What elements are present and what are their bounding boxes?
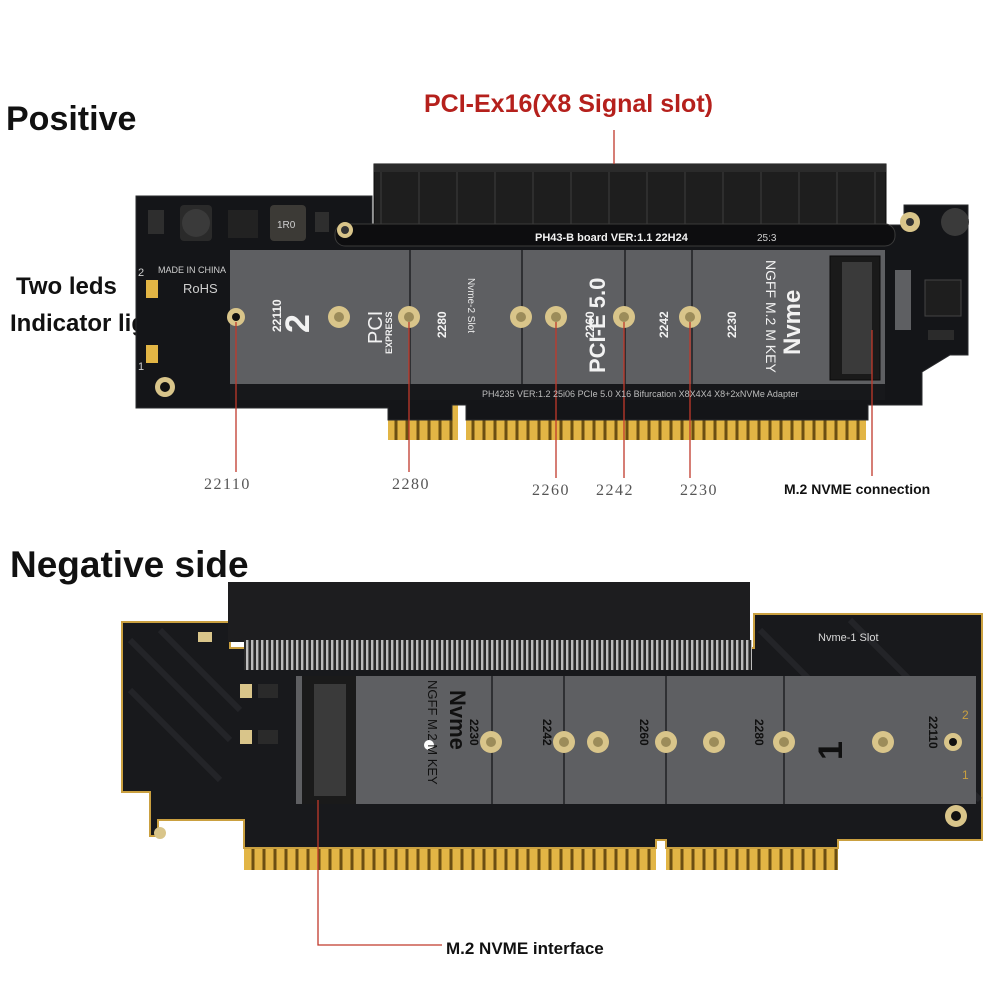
top-ngff: NGFF M.2 M KEY	[763, 260, 779, 373]
bottom-slot-title-small: Nvme-1 Slot	[818, 632, 879, 644]
bottom-len-22110: 22110	[926, 716, 940, 749]
bottom-led2-label: 2	[962, 708, 969, 722]
bottom-slot-body	[228, 582, 750, 642]
bottom-m2-zone	[296, 676, 976, 804]
top-len-2230: 2230	[725, 311, 739, 338]
bottom-ngff: NGFF M.2 M KEY	[425, 680, 440, 785]
bottom-board	[121, 582, 983, 870]
top-inductor-label: 1R0	[277, 220, 296, 231]
top-pcie5: PCI-E 5.0	[585, 278, 610, 373]
callout-connection: M.2 NVME connection	[784, 481, 931, 497]
top-len-2280: 2280	[435, 311, 449, 338]
top-rohs: RoHS	[183, 281, 218, 296]
negative-heading: Negative side	[10, 544, 249, 585]
callout-2230: 2230	[680, 482, 718, 499]
callout-2260: 2260	[532, 482, 570, 499]
top-made-in: MADE IN CHINA	[158, 265, 226, 275]
top-slot-title-small: Nvme-2 Slot	[465, 278, 476, 333]
callout-22110: 22110	[204, 476, 251, 493]
leds-label-line1: Two leds	[16, 273, 117, 300]
top-board	[135, 163, 969, 440]
top-len-22110: 22110	[270, 299, 284, 332]
top-header-text: PH43-B board VER:1.1 22H24	[535, 232, 689, 244]
bottom-slot-pins	[244, 640, 752, 670]
top-pci-logo: PCI	[365, 311, 387, 344]
callout-2280: 2280	[392, 476, 430, 493]
top-express: EXPRESS	[384, 311, 394, 354]
callout-interface: M.2 NVME interface	[446, 939, 604, 958]
positive-heading: Positive	[6, 100, 137, 138]
top-led1-label: 1	[138, 361, 144, 373]
top-footer: PH4235 VER:1.2 25i06 PCIe 5.0 X16 Bifurc…	[482, 389, 798, 399]
bottom-slot-number: 1	[812, 741, 850, 760]
top-header-code: 25:3	[757, 233, 777, 244]
top-header-strip	[334, 223, 896, 247]
top-led2-label: 2	[138, 267, 144, 279]
bottom-len-2280: 2280	[752, 719, 766, 746]
top-len-2242: 2242	[657, 311, 671, 338]
bottom-led1-label: 1	[962, 768, 969, 782]
bottom-len-2230: 2230	[467, 719, 481, 746]
bottom-nvme: Nvme	[445, 690, 470, 750]
top-nvme: Nvme	[779, 290, 806, 355]
top-pcie-slot	[373, 163, 887, 231]
callout-lines	[235, 130, 873, 946]
top-slot-number: 2	[279, 314, 317, 333]
slot-title: PCI-Ex16(X8 Signal slot)	[424, 90, 713, 118]
callout-2242: 2242	[596, 482, 634, 499]
bottom-len-2260: 2260	[637, 719, 651, 746]
callout-line-interface	[317, 800, 442, 946]
top-len-2260: 2260	[583, 311, 597, 338]
bottom-len-2242: 2242	[540, 719, 554, 746]
